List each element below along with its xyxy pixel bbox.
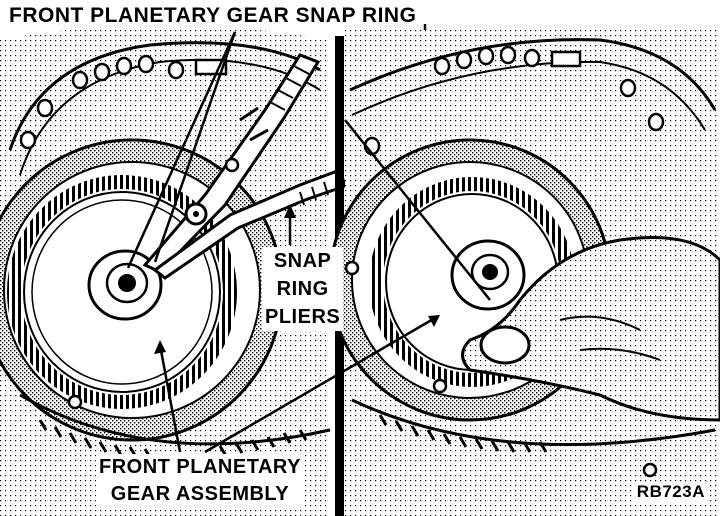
leader-lines bbox=[126, 24, 491, 454]
snap-ring-pliers-drawing bbox=[142, 53, 347, 280]
front-planetary-gear-assembly-label: FRONT PLANETARY GEAR ASSEMBLY bbox=[96, 454, 304, 508]
leader-arrowheads bbox=[154, 204, 440, 354]
left-panel bbox=[0, 25, 347, 516]
right-panel bbox=[328, 30, 720, 516]
front-planetary-gear-snap-ring-label: FRONT PLANETARY GEAR SNAP RING bbox=[6, 4, 420, 28]
assembly-label-line-1: FRONT PLANETARY bbox=[96, 454, 304, 481]
snap-ring-pliers-label-line-3: PLIERS bbox=[262, 303, 344, 331]
snap-ring-pliers-label-line-2: RING bbox=[262, 275, 344, 303]
snap-ring-pliers-label-line-1: SNAP bbox=[262, 247, 344, 275]
figure-code: RB723A bbox=[633, 482, 708, 502]
assembly-label-line-2: GEAR ASSEMBLY bbox=[96, 481, 304, 508]
hand-drawing bbox=[461, 236, 720, 422]
snap-ring-pliers-label: SNAP RING PLIERS bbox=[262, 247, 344, 331]
